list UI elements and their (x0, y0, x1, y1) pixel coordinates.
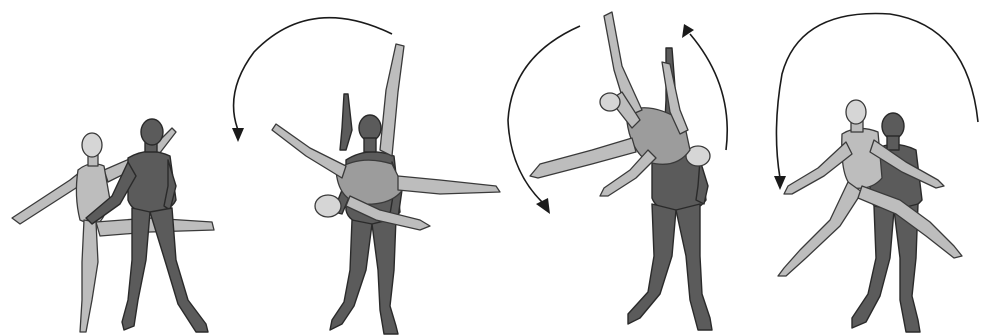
panel-3-motion-arrow-right (682, 24, 727, 150)
panel-3-man-right-leg (676, 204, 712, 330)
panel-3-arc-right (690, 34, 727, 150)
panel-2-woman (272, 44, 500, 230)
panel-4-woman-left-arm (784, 142, 852, 194)
panel-2-arc (234, 18, 392, 130)
panel-2-man-right-leg (372, 218, 398, 334)
panel-2-man-raised-arm (340, 94, 352, 150)
panel-3-man-left-leg (628, 204, 676, 324)
panel-2-woman-head (315, 195, 341, 217)
panel-4-man-neck (887, 136, 899, 150)
panel-1-man-head (141, 119, 163, 145)
panel-2-arrowhead (232, 128, 244, 142)
panel-4-man-left-leg (852, 206, 894, 328)
panel-2-woman-extended-leg (398, 176, 500, 194)
panel-3 (508, 12, 727, 330)
panel-4-woman-torso (842, 128, 882, 188)
panel-4-man-head (882, 113, 904, 139)
panel-1-woman-left-arm (12, 172, 86, 224)
panel-2-man-neck (364, 138, 376, 152)
panel-3-motion-arrow-left (508, 26, 580, 214)
panel-1-woman-standing-leg (80, 220, 98, 332)
panel-2-woman-left-arm (272, 124, 346, 178)
panel-1-woman-head (82, 133, 102, 157)
panel-4-woman-head (846, 100, 866, 124)
panel-4-woman-left-leg (778, 182, 862, 276)
panel-2-woman-raised-leg (380, 44, 404, 156)
panel-2-man-head (359, 115, 381, 141)
panel-3-woman-extended-leg (530, 138, 636, 178)
panel-1 (12, 119, 214, 332)
panel-4 (774, 14, 978, 333)
panel-2-man-left-leg (330, 220, 372, 330)
panel-2 (232, 18, 500, 334)
panel-4-arrowhead (774, 176, 786, 190)
panel-3-woman-head (600, 93, 620, 111)
panel-3-arrowhead-left (536, 198, 550, 214)
